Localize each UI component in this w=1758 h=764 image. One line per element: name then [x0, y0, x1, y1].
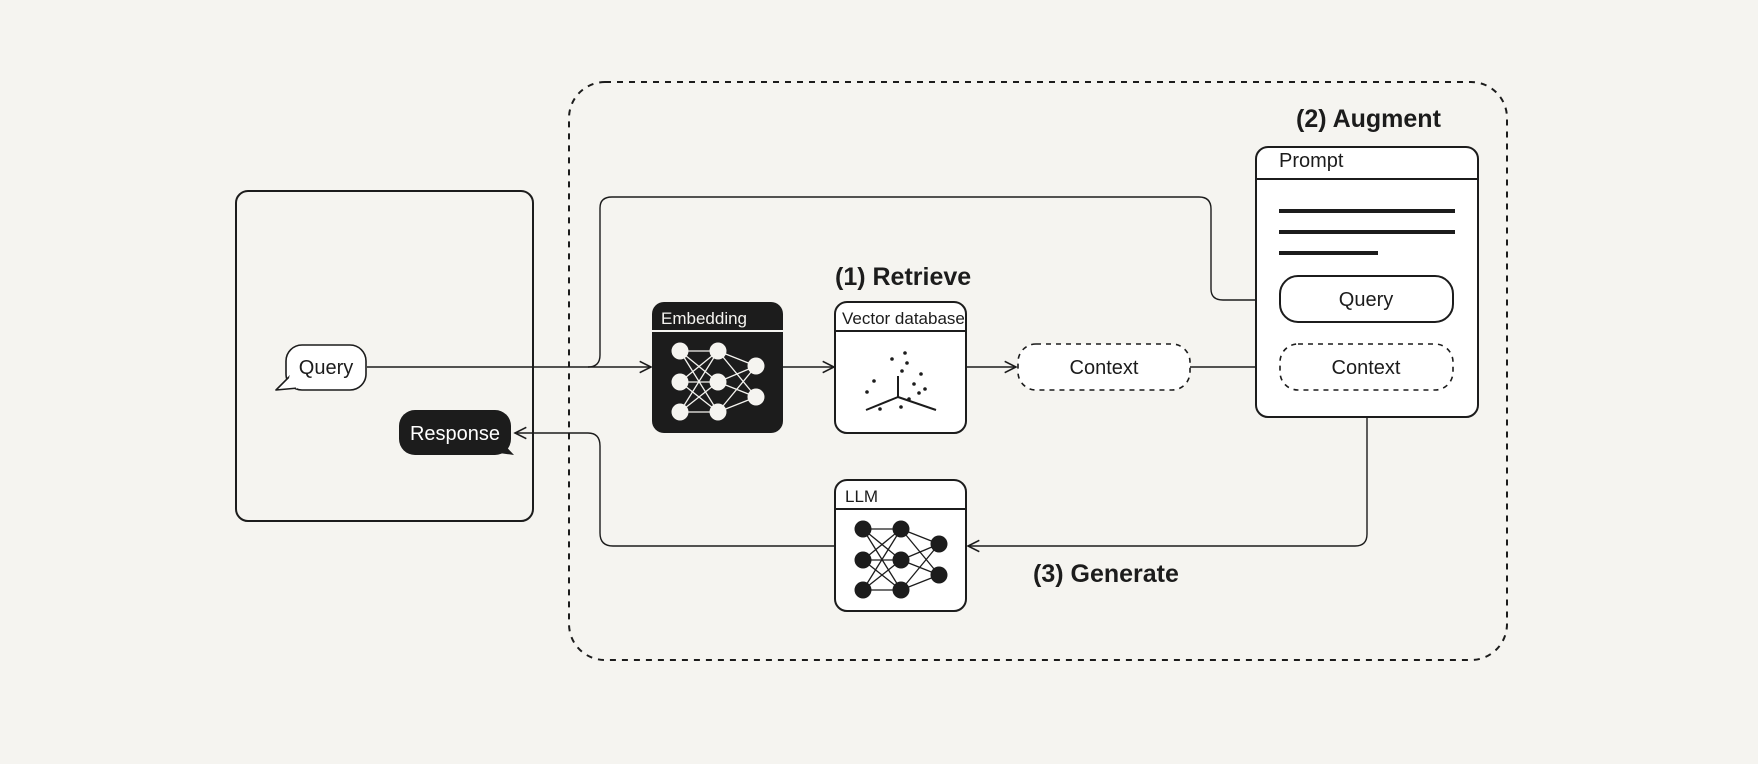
step-augment-heading: (2) Augment [1296, 105, 1442, 133]
embedding-title: Embedding [661, 309, 747, 328]
response-bubble: Response [399, 410, 514, 455]
vector-points [865, 351, 927, 411]
prompt-context-slot [1279, 343, 1454, 391]
connectors [367, 196, 1368, 547]
vector-axes-icon [865, 376, 937, 411]
vector-database-box: Vector database [834, 301, 967, 434]
query-to-prompt-arrow [587, 196, 1280, 368]
prompt-query-label: Query [1339, 289, 1393, 311]
context-pill: Context [1017, 343, 1191, 391]
vector-database-title: Vector database [842, 309, 965, 328]
step-generate-heading: (3) Generate [1033, 560, 1179, 588]
llm-box: LLM [834, 479, 967, 612]
embedding-network-nodes [671, 342, 765, 421]
query-bubble: Query [275, 344, 367, 391]
step-retrieve-heading: (1) Retrieve [835, 263, 971, 291]
embedding-box: Embedding [652, 302, 783, 433]
prompt-query-slot [1279, 275, 1454, 323]
prompt-context-label: Context [1332, 357, 1401, 379]
prompt-box: Prompt Query Context [1255, 146, 1479, 418]
response-bubble-label: Response [410, 423, 500, 445]
prompt-text-lines [1279, 209, 1455, 255]
client-app-frame [235, 190, 534, 522]
llm-network-nodes [854, 520, 948, 599]
prompt-to-llm-arrow [968, 418, 1368, 546]
llm-title: LLM [845, 487, 878, 506]
llm-to-response-arrow [515, 433, 834, 547]
context-pill-label: Context [1070, 357, 1139, 379]
prompt-title: Prompt [1279, 150, 1344, 172]
query-bubble-label: Query [299, 357, 353, 379]
pipeline-container [568, 81, 1508, 661]
